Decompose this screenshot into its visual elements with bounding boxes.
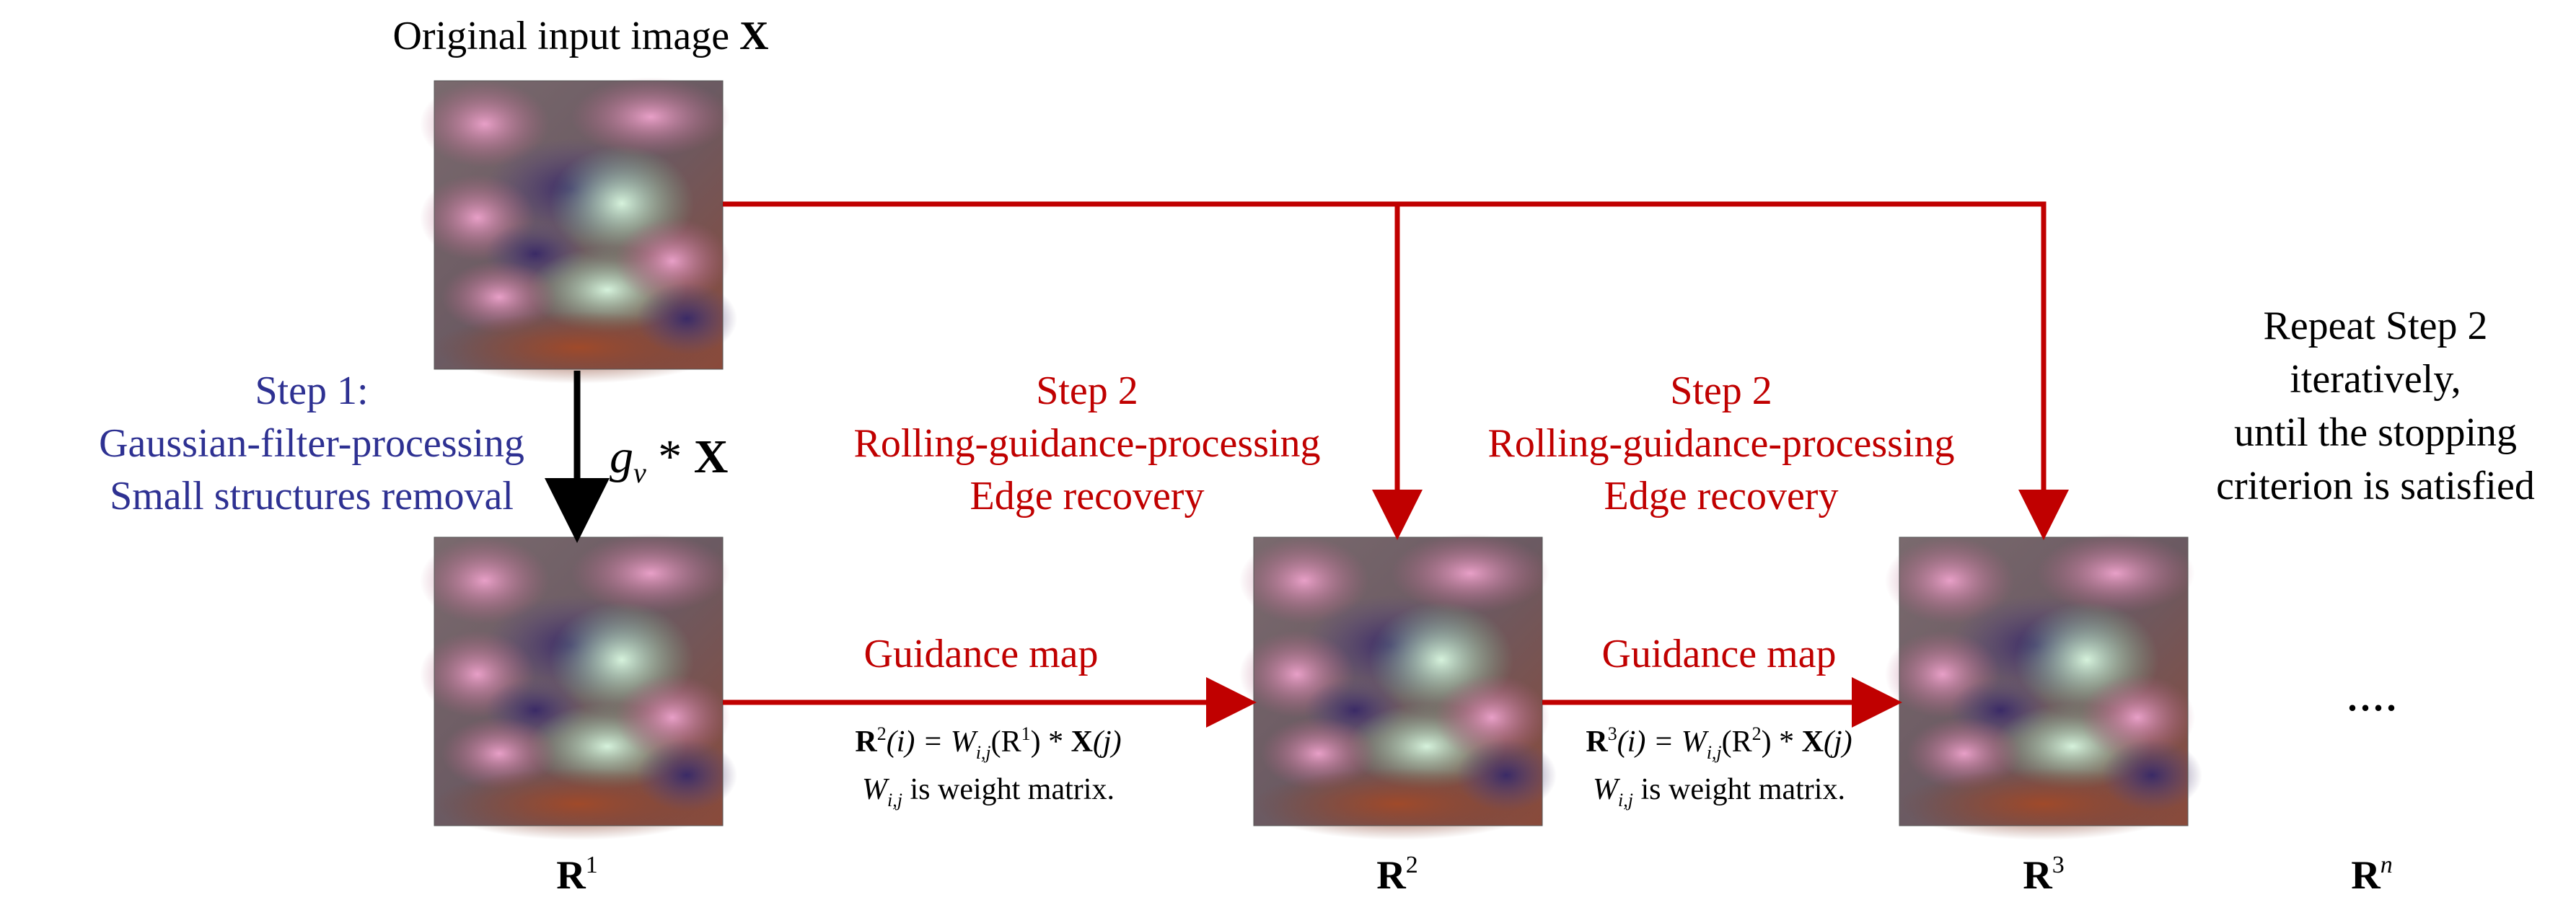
step2-text-b: Step 2 Rolling-guidance-processing Edge …: [1488, 368, 1955, 518]
guidance-map-label-a: Guidance map: [864, 632, 1099, 676]
step2b-line2: Rolling-guidance-processing: [1488, 421, 1955, 466]
step1-line1: Step 1:: [255, 368, 368, 413]
title-symbol: X: [739, 14, 768, 58]
title: Original input image X: [392, 14, 768, 58]
equation-r3: R3(i) = Wi,j(R2) * X(j): [1586, 723, 1852, 763]
repeat-line4: criterion is satisfied: [2216, 464, 2535, 508]
image-r2: [1239, 534, 1557, 840]
step2a-line3: Edge recovery: [970, 474, 1205, 518]
label-r1: R1: [556, 852, 597, 898]
image-r3: [1885, 534, 2202, 840]
equation-r2-note: Wi,j is weight matrix.: [862, 773, 1115, 811]
step2b-line1: Step 2: [1670, 368, 1772, 413]
repeat-line2: iteratively,: [2290, 357, 2461, 402]
step1-text: Step 1: Gaussian-filter-processing Small…: [99, 368, 524, 518]
repeat-text: Repeat Step 2 iteratively, until the sto…: [2216, 304, 2535, 508]
step2a-line1: Step 2: [1036, 368, 1138, 413]
step1-line2: Gaussian-filter-processing: [99, 421, 524, 466]
step2a-line2: Rolling-guidance-processing: [854, 421, 1321, 466]
gaussian-operator: gv * X: [610, 431, 728, 489]
step2-text-a: Step 2 Rolling-guidance-processing Edge …: [854, 368, 1321, 518]
equation-r2: R2(i) = Wi,j(R1) * X(j): [855, 723, 1121, 763]
title-prefix: Original input image: [392, 14, 739, 58]
repeat-line3: until the stopping: [2234, 410, 2517, 455]
label-rn: Rn: [2351, 852, 2392, 898]
repeat-line1: Repeat Step 2: [2263, 304, 2487, 348]
original-input-image: [420, 77, 737, 384]
step1-line3: Small structures removal: [110, 474, 514, 518]
ellipsis: ....: [2346, 664, 2398, 722]
equation-r3-note: Wi,j is weight matrix.: [1593, 773, 1845, 811]
step2b-line3: Edge recovery: [1604, 474, 1839, 518]
label-r3: R3: [2023, 852, 2064, 898]
image-r1: [420, 534, 737, 840]
top-branch-line: [723, 201, 2069, 540]
label-r2: R2: [1376, 852, 1417, 898]
guidance-map-label-b: Guidance map: [1602, 632, 1837, 676]
